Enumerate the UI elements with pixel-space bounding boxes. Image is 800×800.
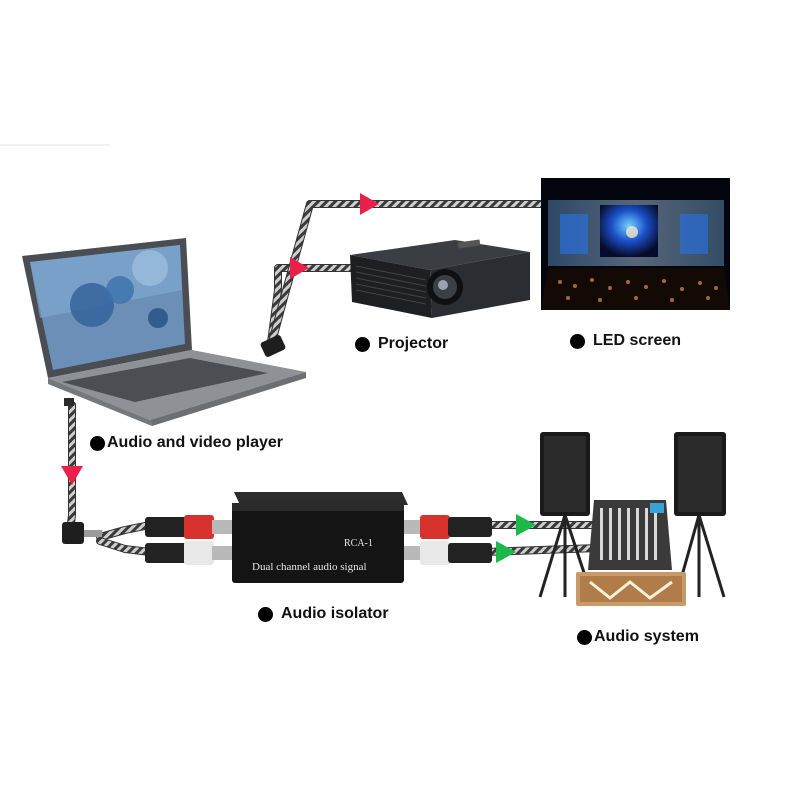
black-dot-icon <box>577 629 592 645</box>
video-arrow-top-icon <box>360 193 379 215</box>
audio-in-arrow-icon <box>61 466 83 485</box>
flow-arrows <box>61 193 536 563</box>
isolator-label-text: Audio isolator <box>281 605 389 622</box>
video-arrow-mid-icon <box>290 257 309 279</box>
black-dot-icon <box>355 336 370 352</box>
audio-system-label: Audio system <box>577 628 699 646</box>
amplifier <box>576 572 686 606</box>
audio-system <box>538 432 726 606</box>
black-dot-icon <box>258 606 273 622</box>
connectors <box>62 335 492 565</box>
led-screen-label: LED screen <box>570 332 681 350</box>
audio-out-arrow-bottom-icon <box>496 541 516 563</box>
led-screen <box>541 178 730 310</box>
isolator-label: Audio isolator <box>258 605 389 623</box>
black-dot-icon <box>570 333 585 349</box>
right-angle-plug-bottom <box>62 522 102 544</box>
video-cable <box>266 200 549 354</box>
speaker-left <box>538 432 594 598</box>
mixer <box>588 500 672 570</box>
projector <box>350 239 530 318</box>
isolator-model-text: RCA-1 <box>344 538 373 549</box>
audio-system-label-text: Audio system <box>594 628 699 645</box>
cables <box>66 200 602 556</box>
right-angle-plug-top <box>260 335 286 357</box>
black-dot-icon <box>90 435 105 451</box>
isolator-box: RCA-1 Dual channel audio signal <box>232 492 408 583</box>
projector-label-text: Projector <box>378 335 449 352</box>
rca-plugs-input <box>145 515 232 565</box>
speaker-right <box>674 432 726 598</box>
isolator-caption-text: Dual channel audio signal <box>252 561 367 573</box>
audio-out-arrow-top-icon <box>516 514 536 536</box>
rca-plugs-output <box>403 515 492 565</box>
projector-label: Projector <box>355 335 448 353</box>
player-label: Audio and video player <box>90 434 283 452</box>
player-label-text: Audio and video player <box>107 434 284 451</box>
laptop <box>22 238 306 426</box>
led-screen-label-text: LED screen <box>593 332 682 349</box>
